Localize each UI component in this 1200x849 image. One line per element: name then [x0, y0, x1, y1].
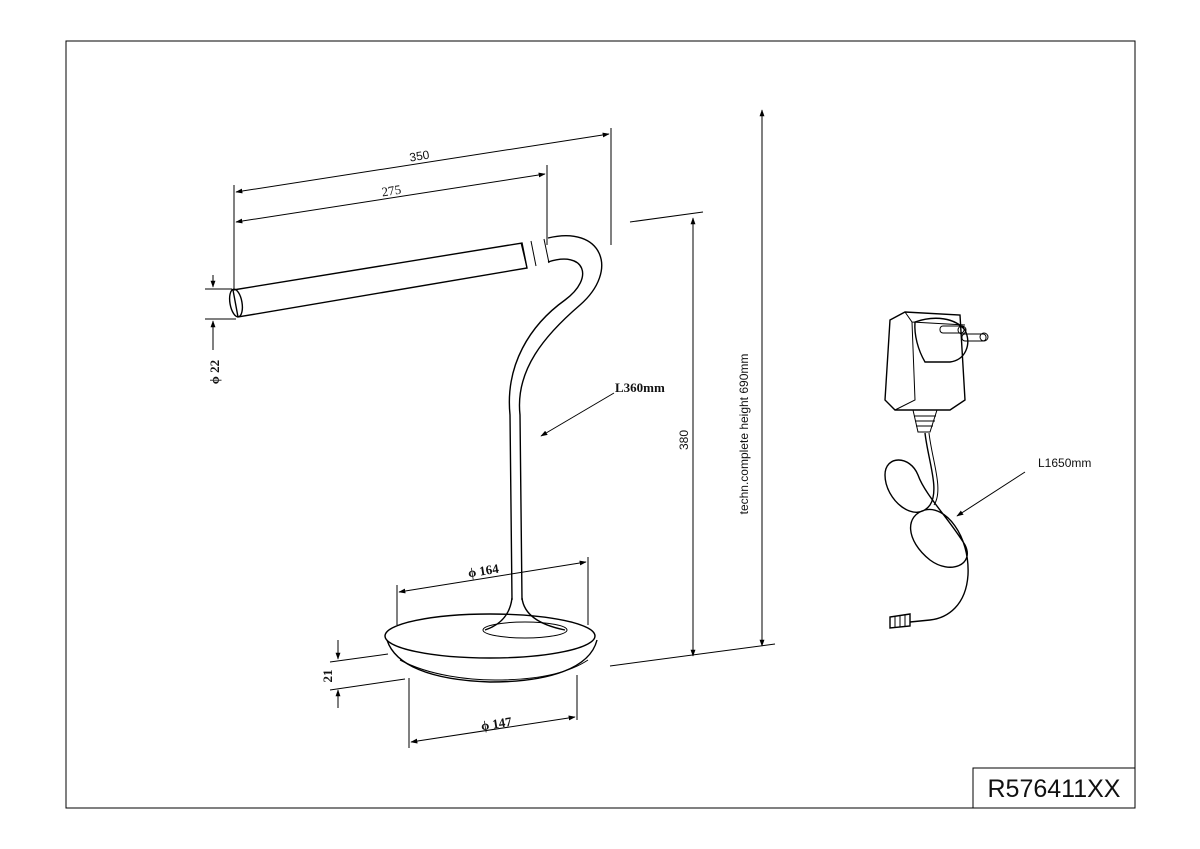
- label-lamp-height: 380: [677, 430, 691, 450]
- dimension-head-diameter: ϕ 22: [205, 275, 236, 384]
- leader-flex-length: L360mm: [540, 380, 665, 437]
- dimension-base-height: 21: [320, 640, 406, 708]
- dimension-lamp-height: 380: [629, 211, 704, 657]
- label-cable-length: L1650mm: [1038, 456, 1091, 470]
- title-box: R576411XX: [972, 767, 1136, 809]
- power-adapter-illustration: [884, 311, 989, 629]
- lamp-illustration: [228, 235, 603, 683]
- dimension-base-top-diameter: ϕ 164: [396, 557, 589, 625]
- label-base-bottom-diameter: ϕ 147: [480, 714, 513, 734]
- leader-cable-length: L1650mm: [956, 456, 1091, 517]
- label-complete-height: techn.complete height 690mm: [737, 354, 751, 515]
- dimension-complete-height: techn.complete height 690mm: [609, 109, 776, 667]
- label-base-top-diameter: ϕ 164: [467, 561, 500, 581]
- label-total-length: 350: [408, 148, 430, 165]
- label-head-diameter: ϕ 22: [207, 360, 222, 384]
- label-arm-length: 275: [380, 182, 402, 200]
- label-base-height: 21: [320, 670, 335, 683]
- drawing-frame: [65, 40, 1136, 809]
- dimension-base-bottom-diameter: ϕ 147: [408, 675, 578, 748]
- label-flex-length: L360mm: [615, 380, 665, 395]
- dimension-arm-length: 275: [235, 165, 548, 245]
- product-code: R576411XX: [988, 775, 1121, 803]
- dimension-total-length: 350: [233, 128, 612, 290]
